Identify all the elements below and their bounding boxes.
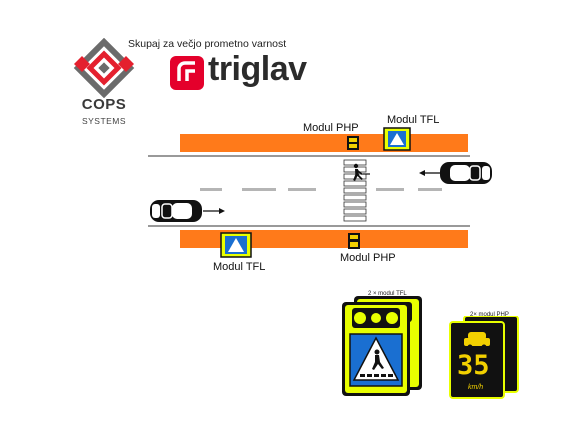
- bottom-php-module-icon: [348, 233, 360, 249]
- car-right-icon: [440, 162, 492, 184]
- label-bottom-tfl: Modul TFL: [213, 261, 266, 273]
- cops-logo-subtitle: SYSTEMS: [81, 116, 127, 126]
- php-display-pair-icon: [449, 316, 519, 399]
- cops-logo-icon: [73, 38, 135, 98]
- label-top-php: Modul PHP: [303, 122, 359, 134]
- triglav-logo-name: triglav: [208, 50, 307, 88]
- label-top-tfl: Modul TFL: [387, 114, 440, 126]
- zebra-crossing: [343, 159, 367, 222]
- top-php-module-icon: [347, 136, 359, 150]
- speed-unit: km/h: [468, 384, 484, 391]
- bottom-tfl-module-icon: [220, 232, 252, 258]
- lane-divider: [200, 188, 442, 191]
- top-tfl-module-icon: [383, 127, 411, 151]
- triglav-logo-icon: [170, 56, 204, 90]
- pedestrian-icon: [353, 163, 363, 181]
- tfl-sign-pair-icon: [342, 296, 422, 396]
- car-left-icon: [150, 200, 202, 222]
- bottom-sidewalk: [180, 230, 468, 248]
- tagline: Skupaj za večjo prometno varnost: [128, 38, 287, 50]
- legend-php-caption: 2× modul PHP: [470, 312, 509, 318]
- speed-value: 35: [457, 350, 490, 381]
- cops-logo-name: COPS: [81, 96, 127, 113]
- label-bottom-php: Modul PHP: [340, 252, 396, 264]
- legend-tfl-caption: 2 × modul TFL: [368, 291, 407, 297]
- top-sidewalk: [180, 134, 468, 152]
